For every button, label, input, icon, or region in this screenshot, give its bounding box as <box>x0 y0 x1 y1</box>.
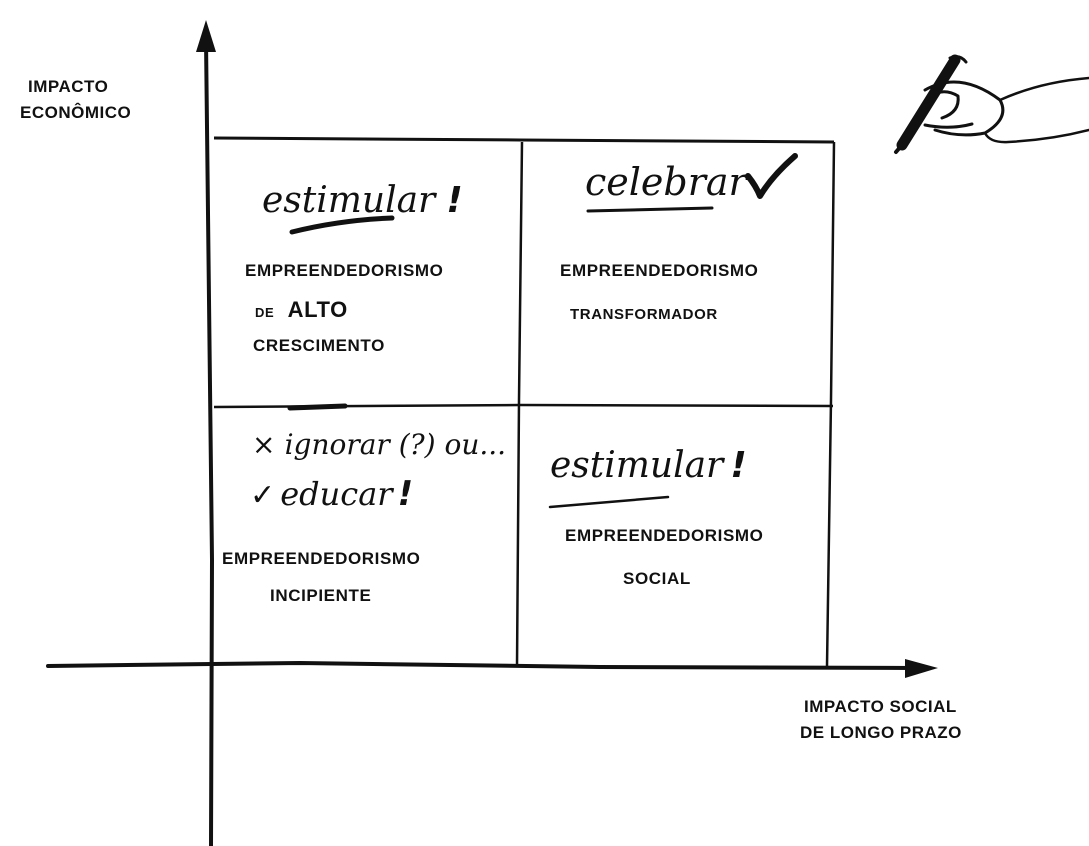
desc-line-2: DE ALTO <box>245 295 444 325</box>
underline-top-right <box>586 206 714 213</box>
x-axis-label-line1: IMPACTO SOCIAL <box>804 697 957 716</box>
description-bottom-left: EMPREENDEDORISMO INCIPIENTE <box>222 548 421 608</box>
desc-line-1: EMPREENDEDORISMO <box>245 261 444 280</box>
y-axis-label-line2: ECONÔMICO <box>20 103 132 123</box>
x-mark-icon: × <box>252 428 276 461</box>
action-label: estimular <box>550 445 724 486</box>
desc-line-2: SOCIAL <box>623 568 691 588</box>
ignore-label: ignorar (?) ou... <box>284 428 507 461</box>
action-bottom-right: estimular ! <box>550 445 747 486</box>
desc-line-3: CRESCIMENTO <box>253 335 385 355</box>
desc-line-2: INCIPIENTE <box>270 585 372 605</box>
description-bottom-right: EMPREENDEDORISMO SOCIAL <box>565 525 764 591</box>
action-top-left: estimular ! <box>262 180 463 221</box>
option-educate: ✓ educar ! <box>250 474 413 514</box>
underline-divider-accent <box>287 403 348 411</box>
desc-line-2-main: ALTO <box>287 296 348 322</box>
desc-line-1: EMPREENDEDORISMO <box>565 526 764 545</box>
x-axis-arrowhead <box>905 659 938 678</box>
desc-line-1: EMPREENDEDORISMO <box>560 261 759 280</box>
exclamation-mark: ! <box>397 474 414 514</box>
x-axis-label-line2: DE LONGO PRAZO <box>800 723 962 743</box>
underline-top-left <box>289 215 395 235</box>
checkmark-icon: ✓ <box>250 478 276 513</box>
desc-line-2-prefix: DE <box>255 304 275 320</box>
desc-line-2: TRANSFORMADOR <box>570 305 718 323</box>
educate-label: educar <box>280 475 393 513</box>
quadrant-top-left: estimular ! EMPREENDEDORISMO DE ALTO CRE… <box>245 180 510 400</box>
y-axis-label-line1: IMPACTO <box>28 77 109 96</box>
checkmark-icon <box>745 153 798 199</box>
description-top-right: EMPREENDEDORISMO TRANSFORMADOR <box>560 260 759 325</box>
quadrant-frame-top <box>213 136 835 144</box>
quadrant-divider-vertical <box>515 141 524 667</box>
option-ignore: × ignorar (?) ou... <box>252 428 506 461</box>
x-axis <box>46 660 917 670</box>
hand-holding-pen-icon <box>894 54 1089 154</box>
exclamation-mark: ! <box>446 180 463 221</box>
y-axis-label: IMPACTO ECONÔMICO <box>20 74 131 127</box>
quadrant-bottom-left: × ignorar (?) ou... ✓ educar ! EMPREENDE… <box>220 428 510 658</box>
y-axis <box>204 38 215 846</box>
action-label: estimular <box>262 180 436 221</box>
x-axis-label: IMPACTO SOCIAL DE LONGO PRAZO <box>800 694 962 747</box>
description-top-left: EMPREENDEDORISMO DE ALTO CRESCIMENTO <box>245 260 444 358</box>
exclamation-mark: ! <box>730 445 747 486</box>
action-top-right: celebrar <box>585 160 747 204</box>
desc-line-1: EMPREENDEDORISMO <box>222 549 421 568</box>
quadrant-frame-right <box>825 141 836 667</box>
quadrant-top-right: celebrar EMPREENDEDORISMO TRANSFORMADOR <box>555 160 825 390</box>
quadrant-bottom-right: estimular ! EMPREENDEDORISMO SOCIAL <box>545 445 825 655</box>
underline-bottom-right <box>548 495 670 509</box>
action-label: celebrar <box>585 160 747 204</box>
y-axis-arrowhead <box>196 20 216 52</box>
